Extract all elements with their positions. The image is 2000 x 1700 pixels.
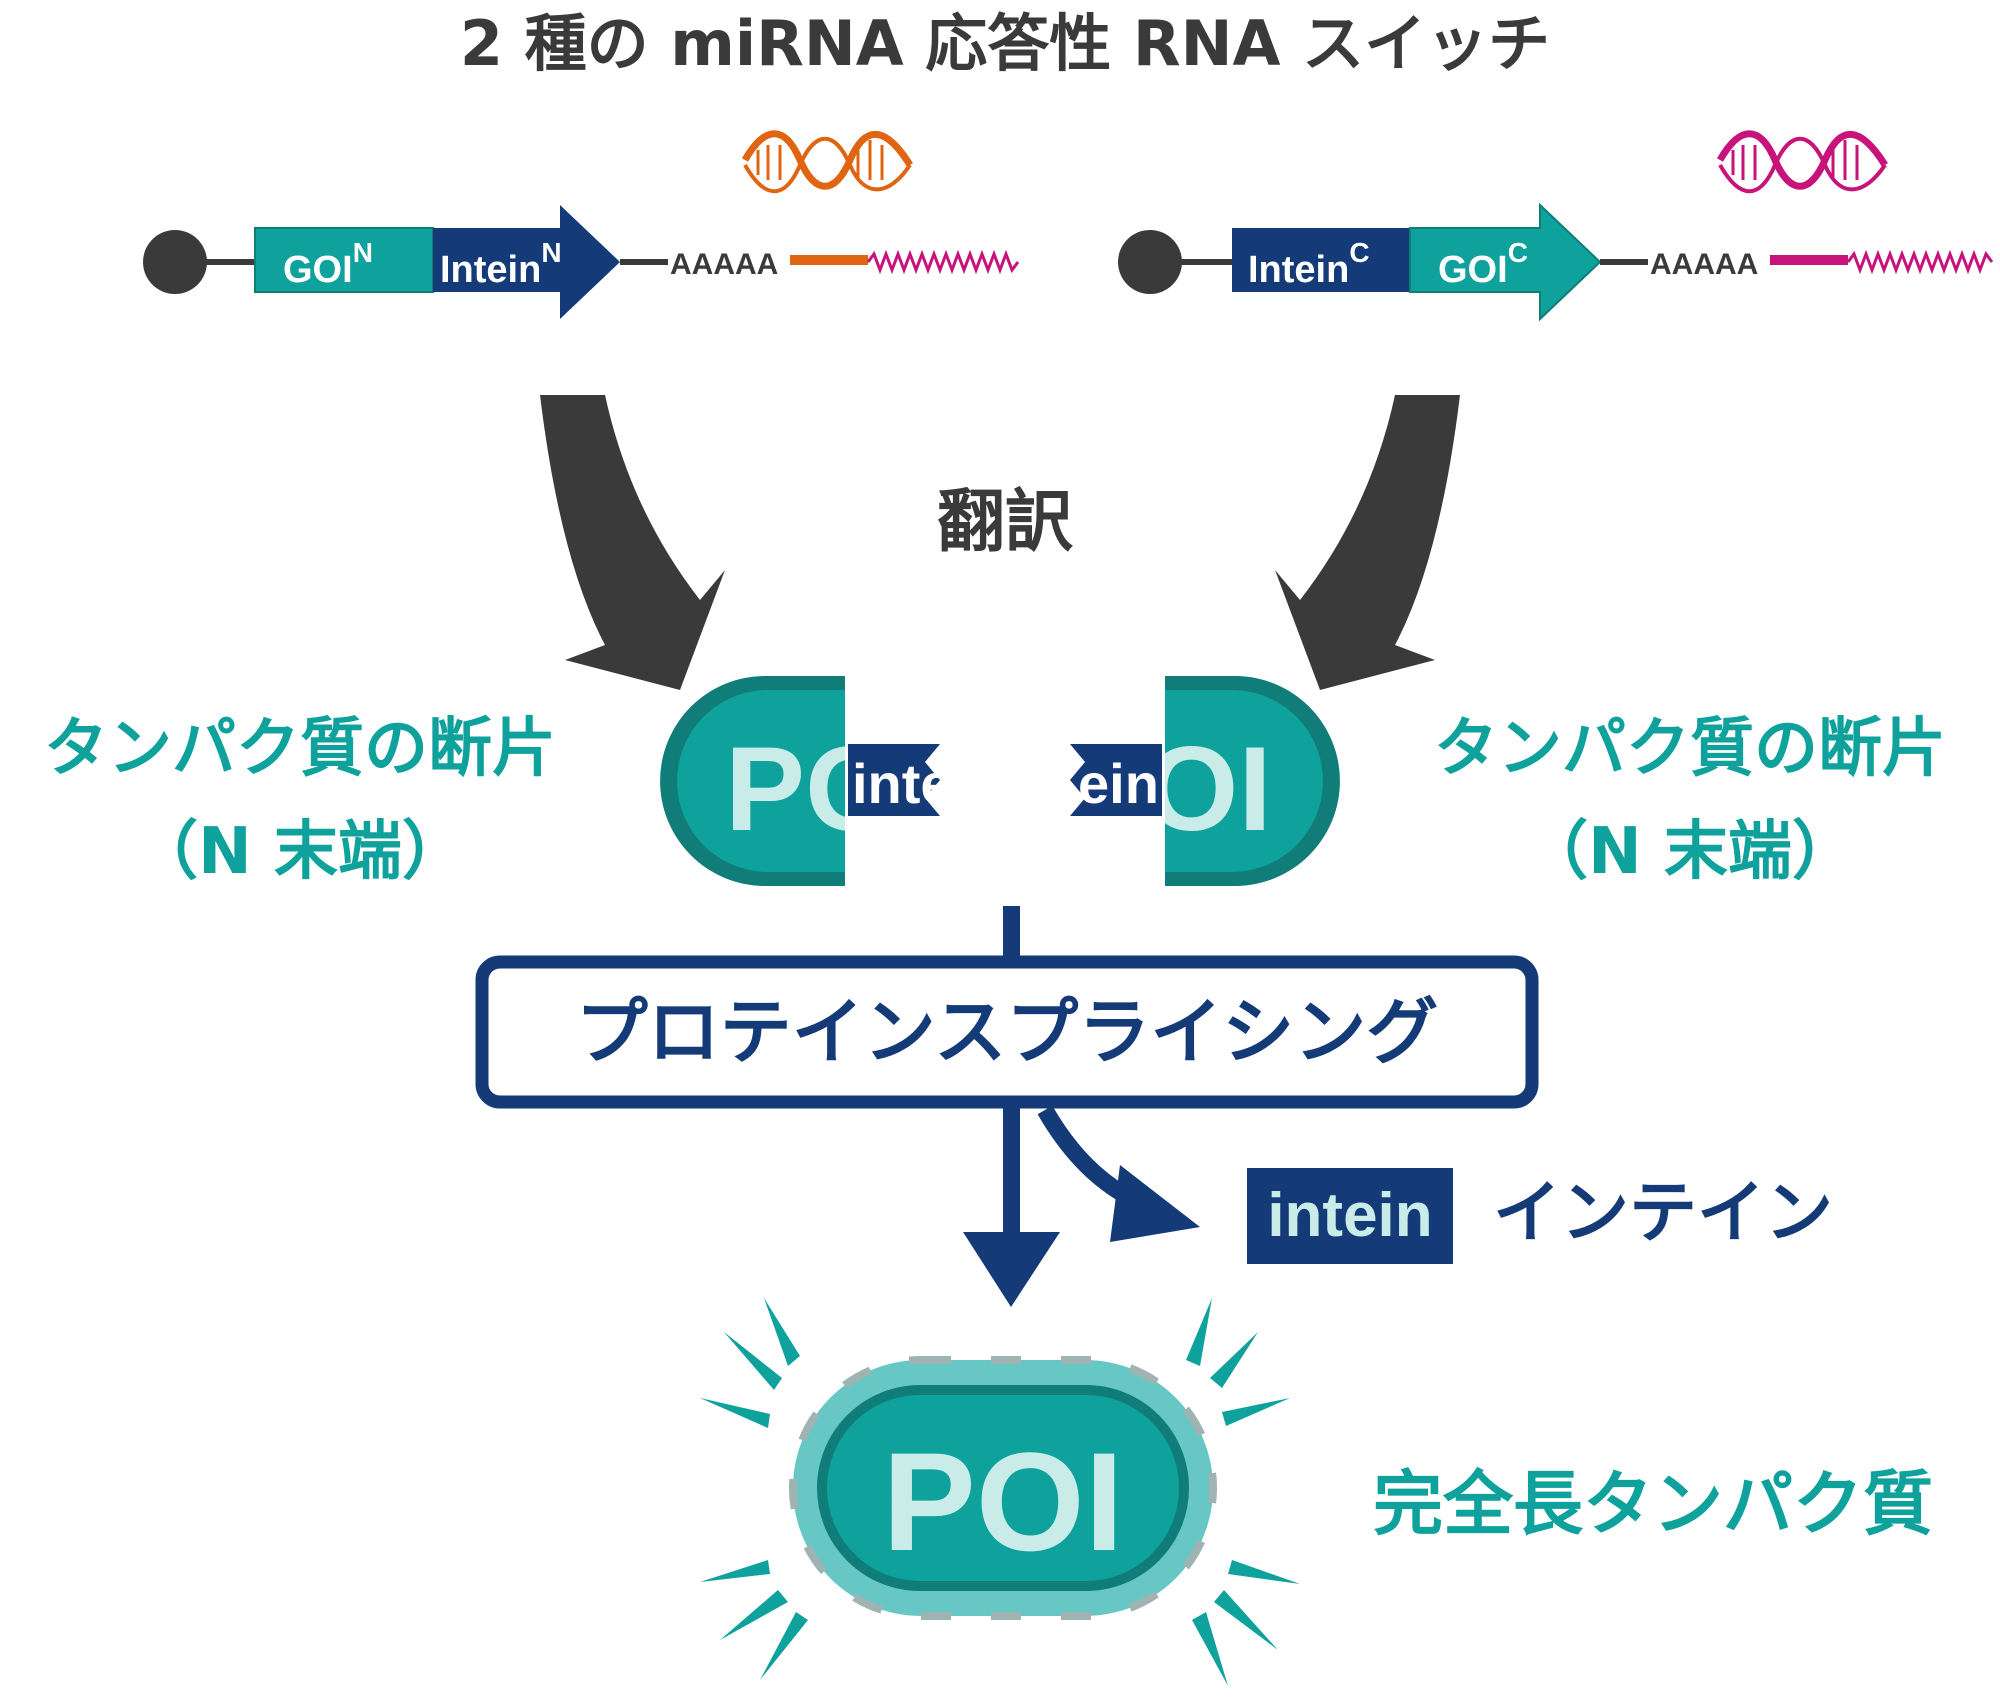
translation-label: 翻訳 [937, 483, 1074, 562]
mrna-tail-right [1846, 249, 1994, 275]
goi-c-label: GOIC [1438, 237, 1528, 291]
sparkle-ray [1186, 1298, 1212, 1366]
intein-product-tag [1247, 1168, 1453, 1264]
intein-c-sup: C [1349, 237, 1369, 268]
fragment-right-intein-text: ein [1078, 752, 1159, 815]
sparkle-ray [760, 1612, 808, 1680]
intein-n-fragment [848, 744, 940, 816]
polya-left: AAAAA [670, 248, 778, 281]
fragment-left-poi-text: PO [725, 722, 898, 856]
goi-n-box [254, 227, 434, 293]
page-title: 2 種の miRNA 応答性 RNA スイッチ [460, 7, 1550, 80]
utr-line [1600, 259, 1648, 265]
sparkle-ray [1222, 1398, 1290, 1426]
linker-line [205, 259, 255, 265]
fragment-right-poi-text: OI [1145, 722, 1272, 856]
sparkle-ray [1214, 1590, 1278, 1650]
intein-c-text: Intein [1248, 249, 1349, 291]
goi-n-label: GOIN [283, 237, 373, 291]
intein-c-fragment [1070, 744, 1162, 816]
arrow-down-head [963, 1232, 1060, 1307]
final-poi-text: POI [882, 1423, 1123, 1580]
construct-left: GOIN InteinN AAAAA [143, 205, 1020, 319]
goi-c-arrow [1409, 202, 1602, 322]
utr-line [620, 259, 668, 265]
cap-icon [143, 230, 207, 294]
arrow-intein-head [1110, 1165, 1200, 1242]
sparkle-ray [1192, 1612, 1228, 1686]
sparkle-ray [764, 1298, 800, 1366]
goi-c-text: GOI [1438, 249, 1508, 291]
mirna-magenta-icon [1716, 130, 1888, 194]
arrow-down-shaft [1003, 1108, 1020, 1238]
intein-n-text: Intein [440, 249, 541, 291]
full-length-protein: POI [789, 1356, 1217, 1620]
intein-product-tag-text: intein [1267, 1181, 1432, 1250]
goi-c-sup: C [1508, 237, 1528, 268]
translation-arrow-left [540, 395, 725, 690]
sparkle-ray [1210, 1332, 1258, 1388]
splicing-connector-top [1003, 906, 1020, 962]
sparkle-ray [724, 1332, 782, 1390]
fragment-right-sublabel: （N 末端） [1524, 815, 1856, 889]
cap-icon [1118, 230, 1182, 294]
linker-line [1180, 259, 1232, 265]
sparkle-ray [700, 1560, 770, 1582]
sparkle-ray [700, 1398, 770, 1428]
construct-right: InteinC GOIC AAAAA [1118, 202, 1994, 322]
protein-fragment-left: PO inte [660, 676, 952, 886]
splicing-box [475, 955, 1539, 1109]
protein-fragment-right: OI ein [1070, 676, 1340, 886]
intein-c-box [1232, 228, 1410, 292]
fragment-right-label: タンパク質の断片 [1434, 712, 1946, 786]
intein-n-arrow [433, 205, 620, 319]
goi-n-text: GOI [283, 249, 353, 291]
fragment-left-sublabel: （N 末端） [134, 815, 466, 889]
goi-n-sup: N [353, 237, 373, 268]
final-protein-label: 完全長タンパク質 [1373, 1463, 1933, 1545]
target-site-left [790, 255, 868, 265]
translation-arrow-right [1275, 395, 1460, 690]
target-site-right [1770, 255, 1848, 265]
fragment-left-label: タンパク質の断片 [44, 712, 556, 786]
intein-n-label: InteinN [440, 237, 562, 291]
intein-c-label: InteinC [1248, 237, 1370, 291]
polya-right: AAAAA [1650, 248, 1758, 281]
sparkle-ray [1228, 1560, 1300, 1584]
splicing-label: プロテインスプライシング [576, 990, 1439, 1074]
fragment-left-intein-text: inte [852, 752, 952, 815]
sparkle-rays [700, 1298, 1300, 1686]
sparkle-ray [720, 1590, 788, 1640]
intein-n-sup: N [541, 237, 561, 268]
mirna-orange-icon [741, 130, 913, 194]
mrna-tail-left [866, 249, 1020, 275]
intein-product-label: インテイン [1493, 1174, 1833, 1253]
